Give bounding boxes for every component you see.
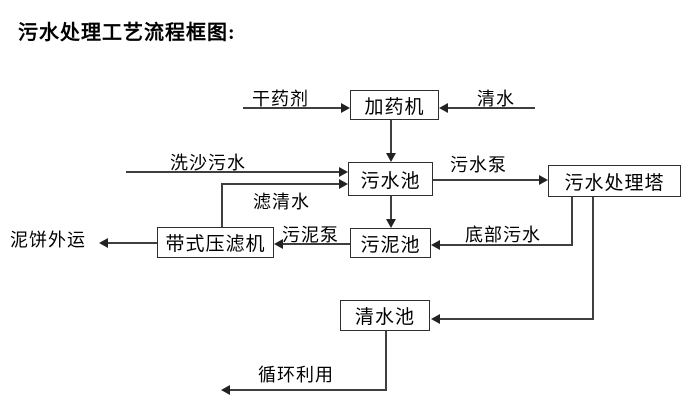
node-clean-water-pool: 清水池 <box>340 300 430 331</box>
arrowhead-right-icon <box>339 167 348 177</box>
arrowhead-right-icon <box>341 103 350 113</box>
connector-sand-wash <box>126 171 340 173</box>
connector-recycling-horizontal <box>230 389 387 391</box>
connector-dry-chemical <box>243 107 342 109</box>
arrowhead-left-icon <box>431 314 440 324</box>
connector-sludge-pump <box>283 243 350 245</box>
connector-filtered-water-horizontal <box>221 183 340 185</box>
connector-filtered-water-vertical <box>221 183 223 227</box>
arrowhead-down-icon <box>386 219 396 228</box>
connector-mud-cake-out <box>108 242 157 244</box>
edge-label-recycling: 循环利用 <box>258 365 334 385</box>
page-title: 污水处理工艺流程框图: <box>18 22 236 44</box>
edge-label-filtered-water: 滤清水 <box>253 192 310 212</box>
edge-label-sludge-pump: 污泥泵 <box>282 225 339 245</box>
edge-label-sand-wash-sewage: 洗沙污水 <box>170 153 246 173</box>
connector-recycling-vertical <box>385 330 387 390</box>
arrowhead-left-icon <box>439 103 448 113</box>
arrowhead-left-icon <box>274 239 283 249</box>
connector-sewage-pump <box>433 179 540 181</box>
node-sewage-pool: 污水池 <box>348 162 433 196</box>
arrowhead-right-icon <box>539 175 548 185</box>
arrowhead-left-icon <box>221 385 230 395</box>
connector-tower-to-clean-horizontal <box>440 318 594 320</box>
arrowhead-left-icon <box>431 240 440 250</box>
edge-label-clean-water: 清水 <box>477 89 515 109</box>
node-treatment-tower: 污水处理塔 <box>548 165 681 197</box>
arrowhead-left-icon <box>99 238 108 248</box>
connector-clean-water <box>448 107 535 109</box>
connector-tower-to-clean-vertical <box>592 197 594 319</box>
edge-label-bottom-sewage: 底部污水 <box>465 225 541 245</box>
node-belt-filter-press: 带式压滤机 <box>157 227 274 258</box>
edge-label-mud-cake-out: 泥饼外运 <box>10 230 86 250</box>
connector-dosing-to-sewage <box>390 120 392 154</box>
arrowhead-right-icon <box>339 179 348 189</box>
connector-sewage-to-sludge <box>390 196 392 220</box>
arrowhead-down-icon <box>386 153 396 162</box>
node-sludge-pool: 污泥池 <box>350 228 431 258</box>
connector-bottom-sewage-horizontal <box>440 244 573 246</box>
edge-label-dry-chemical: 干药剂 <box>252 89 309 109</box>
node-dosing-machine: 加药机 <box>350 90 439 120</box>
edge-label-sewage-pump: 污水泵 <box>450 155 507 175</box>
connector-bottom-sewage-vertical <box>571 197 573 246</box>
